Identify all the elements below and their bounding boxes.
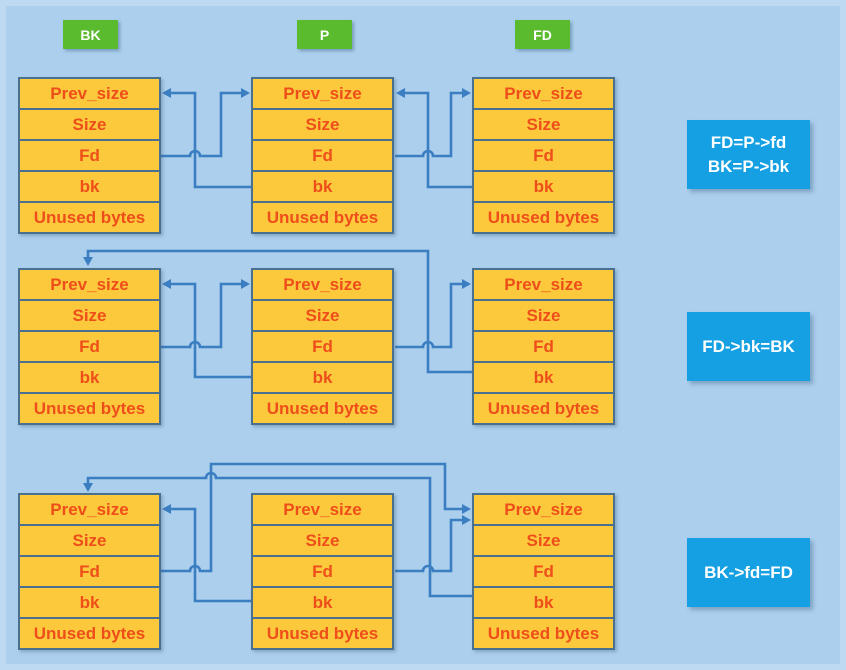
chunk-bk-step2: Prev_size Size Fd bk Unused bytes bbox=[18, 268, 161, 425]
pointer-label-bk: BK bbox=[63, 20, 118, 49]
chunk-p-step1: Prev_size Size Fd bk Unused bytes bbox=[251, 77, 394, 234]
field-prev-size: Prev_size bbox=[253, 495, 392, 524]
field-unused-bytes: Unused bytes bbox=[253, 619, 392, 648]
field-prev-size: Prev_size bbox=[253, 79, 392, 108]
callout-step2-line1: FD->bk=BK bbox=[702, 336, 795, 356]
field-prev-size: Prev_size bbox=[253, 270, 392, 299]
field-size: Size bbox=[20, 110, 159, 139]
field-unused-bytes: Unused bytes bbox=[20, 203, 159, 232]
field-fd: Fd bbox=[474, 332, 613, 361]
pointer-label-p: P bbox=[297, 20, 352, 49]
field-prev-size: Prev_size bbox=[20, 270, 159, 299]
field-fd: Fd bbox=[20, 332, 159, 361]
chunk-fd-step1: Prev_size Size Fd bk Unused bytes bbox=[472, 77, 615, 234]
arrow-p-bk-to-bk-step3 bbox=[166, 507, 251, 603]
field-size: Size bbox=[474, 301, 613, 330]
arrow-bk-fd-to-p-step2 bbox=[161, 282, 246, 349]
field-prev-size: Prev_size bbox=[20, 495, 159, 524]
field-size: Size bbox=[474, 526, 613, 555]
field-unused-bytes: Unused bytes bbox=[474, 394, 613, 423]
chunk-p-step3: Prev_size Size Fd bk Unused bytes bbox=[251, 493, 394, 650]
arrow-fd-bk-to-p-step1 bbox=[400, 91, 472, 189]
callout-step3: BK->fd=FD bbox=[687, 538, 810, 607]
chunk-bk-step3: Prev_size Size Fd bk Unused bytes bbox=[18, 493, 161, 650]
arrow-p-fd-to-fd-step1 bbox=[395, 91, 467, 158]
field-bk: bk bbox=[474, 172, 613, 201]
field-size: Size bbox=[474, 110, 613, 139]
field-prev-size: Prev_size bbox=[474, 495, 613, 524]
field-bk: bk bbox=[253, 363, 392, 392]
arrow-p-fd-to-fd-step2 bbox=[395, 282, 467, 349]
field-fd: Fd bbox=[20, 557, 159, 586]
arrow-p-fd-to-fd-step3 bbox=[395, 518, 467, 573]
field-prev-size: Prev_size bbox=[474, 270, 613, 299]
field-size: Size bbox=[20, 301, 159, 330]
callout-step3-line1: BK->fd=FD bbox=[704, 562, 793, 582]
field-bk: bk bbox=[474, 588, 613, 617]
field-bk: bk bbox=[20, 172, 159, 201]
field-bk: bk bbox=[253, 588, 392, 617]
field-unused-bytes: Unused bytes bbox=[20, 394, 159, 423]
chunk-fd-step2: Prev_size Size Fd bk Unused bytes bbox=[472, 268, 615, 425]
field-bk: bk bbox=[253, 172, 392, 201]
field-fd: Fd bbox=[20, 141, 159, 170]
arrow-p-bk-to-bk-step2 bbox=[166, 282, 251, 379]
field-unused-bytes: Unused bytes bbox=[253, 394, 392, 423]
arrow-bk-fd-to-p-step1 bbox=[161, 91, 246, 158]
field-unused-bytes: Unused bytes bbox=[20, 619, 159, 648]
chunk-p-step2: Prev_size Size Fd bk Unused bytes bbox=[251, 268, 394, 425]
callout-step1-line2: BK=P->bk bbox=[707, 156, 790, 176]
callout-step1: FD=P->fd BK=P->bk bbox=[687, 120, 810, 189]
chunk-bk-step1: Prev_size Size Fd bk Unused bytes bbox=[18, 77, 161, 234]
field-fd: Fd bbox=[253, 557, 392, 586]
field-size: Size bbox=[253, 110, 392, 139]
field-size: Size bbox=[20, 526, 159, 555]
field-bk: bk bbox=[20, 363, 159, 392]
field-bk: bk bbox=[474, 363, 613, 392]
chunk-fd-step3: Prev_size Size Fd bk Unused bytes bbox=[472, 493, 615, 650]
field-fd: Fd bbox=[253, 141, 392, 170]
arrow-p-bk-to-bk-step1 bbox=[166, 91, 251, 189]
field-bk: bk bbox=[20, 588, 159, 617]
field-prev-size: Prev_size bbox=[20, 79, 159, 108]
field-unused-bytes: Unused bytes bbox=[474, 203, 613, 232]
callout-step2: FD->bk=BK bbox=[687, 312, 810, 381]
callout-step1-line1: FD=P->fd bbox=[710, 132, 787, 152]
field-fd: Fd bbox=[474, 141, 613, 170]
field-fd: Fd bbox=[253, 332, 392, 361]
field-unused-bytes: Unused bytes bbox=[474, 619, 613, 648]
field-prev-size: Prev_size bbox=[474, 79, 613, 108]
field-fd: Fd bbox=[474, 557, 613, 586]
field-unused-bytes: Unused bytes bbox=[253, 203, 392, 232]
pointer-label-fd: FD bbox=[515, 20, 570, 49]
field-size: Size bbox=[253, 301, 392, 330]
field-size: Size bbox=[253, 526, 392, 555]
